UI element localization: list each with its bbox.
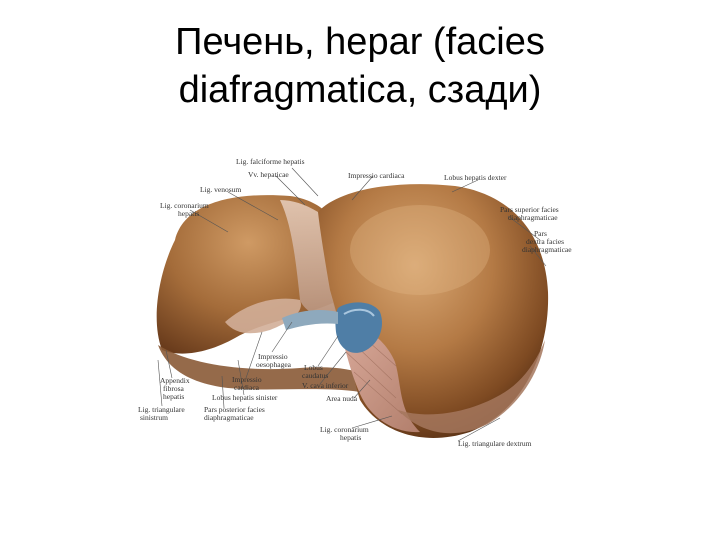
label-appendix-1: Appendix — [160, 376, 190, 385]
ivc-highlight — [343, 308, 375, 317]
right-lobe-highlight — [350, 205, 490, 295]
title-line-1: Печень, hepar (facies — [175, 21, 545, 63]
label-appendix-3: hepatis — [163, 392, 184, 401]
page-title: Печень, hepar (facies diafragmatica, сза… — [0, 18, 720, 114]
label-pars-posterior-1: Pars posterior facies — [204, 405, 265, 414]
coronary-ligament-right — [398, 340, 545, 434]
label-lig-coronarium-2: hepatis — [178, 209, 199, 218]
label-lobus-dexter: Lobus hepatis dexter — [444, 173, 507, 182]
label-pars-dextra-3: diaphragmaticae — [522, 245, 572, 254]
ligament-membrane-left — [225, 298, 301, 334]
label-impressio-cardiaca-low-2: cardiaca — [234, 383, 260, 392]
label-lig-coronarium-low-2: hepatis — [340, 433, 361, 442]
label-impressio-oesophagea-1: Impressio — [258, 352, 288, 361]
label-lig-falciforme: Lig. falciforme hepatis — [236, 157, 305, 166]
label-impressio-cardiaca-top: Impressio cardiaca — [348, 171, 405, 180]
left-lobe-edge — [158, 345, 370, 392]
label-lig-triang-dex: Lig. triangulare dextrum — [458, 439, 532, 448]
label-lobus-sinister: Lobus hepatis sinister — [212, 393, 278, 402]
label-lig-coronarium-1: Lig. coronarium — [160, 201, 209, 210]
bare-area-striae — [345, 333, 403, 415]
label-pars-dextra-2: dextra facies — [526, 237, 564, 246]
label-lig-coronarium-low-1: Lig. coronarium — [320, 425, 369, 434]
area-nuda — [340, 327, 420, 433]
label-lobus-caudatus-1: Lobus — [304, 363, 323, 372]
venous-ligament-groove — [282, 310, 338, 330]
label-impressio-cardiaca-low-1: Impressio — [232, 375, 262, 384]
ligament-membrane — [280, 200, 338, 318]
label-v-cava: V. cava inferior — [302, 381, 349, 390]
leader-lines — [157, 167, 547, 442]
label-appendix-2: fibrosa — [163, 384, 184, 393]
label-lig-triang-sin-1: Lig. triangulare — [138, 405, 185, 414]
label-pars-posterior-2: diaphragmaticae — [204, 413, 254, 422]
title-line-2: diafragmatica, сзади) — [178, 69, 542, 111]
label-area-nuda: Area nuda — [326, 394, 358, 403]
label-lobus-caudatus-2: caudatus — [302, 371, 328, 380]
label-impressio-oesophagea-2: oesophagea — [256, 360, 292, 369]
label-lig-triang-sin-2: sinistrum — [140, 413, 168, 422]
inferior-vena-cava — [335, 302, 382, 353]
label-pars-superior-2: diaphragmaticae — [508, 213, 558, 222]
label-pars-superior-1: Pars superior facies — [500, 205, 559, 214]
label-lig-venosum: Lig. venosum — [200, 185, 241, 194]
label-vv-hepaticae: Vv. hepaticae — [248, 170, 289, 179]
label-pars-dextra-1: Pars — [534, 229, 547, 238]
